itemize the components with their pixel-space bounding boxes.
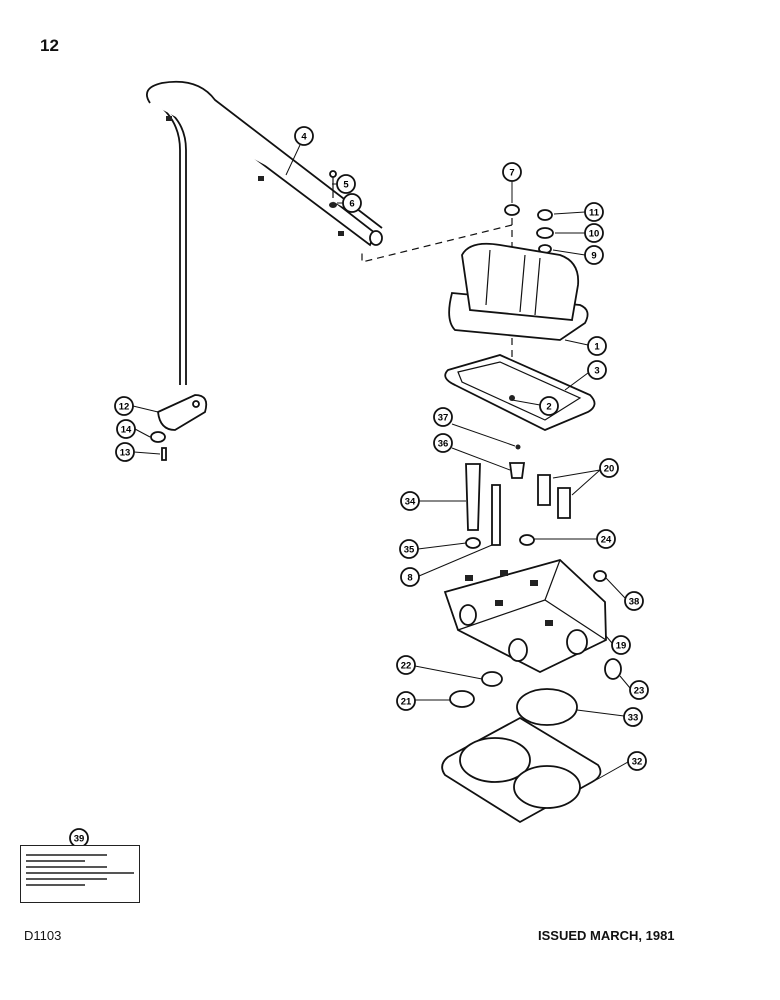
callout-14: 14 [116,419,136,439]
svg-text:6: 6 [349,199,354,210]
engine-data-decal-part [20,845,140,903]
svg-text:10: 10 [589,229,600,240]
callout-34: 34 [400,491,420,511]
callout-33: 33 [623,707,643,727]
svg-text:5: 5 [343,180,349,191]
o-ring-part [516,688,578,726]
svg-text:9: 9 [591,251,596,262]
svg-text:24: 24 [601,535,612,546]
callout-13: 13 [115,442,135,462]
svg-text:8: 8 [407,573,412,584]
head-gasket-part [441,716,602,824]
valve-guide-part [519,534,535,546]
svg-text:37: 37 [438,413,449,424]
callout-11: 11 [584,202,604,222]
svg-text:2: 2 [546,402,551,413]
svg-text:23: 23 [634,686,645,697]
mounting-bracket-part [157,394,208,431]
callout-32: 32 [627,751,647,771]
page-number: 12 [40,36,59,55]
callout-3: 3 [587,360,607,380]
svg-text:22: 22 [401,661,412,672]
leader-lines [132,144,631,781]
svg-text:39: 39 [74,834,85,845]
washer-part [536,227,554,239]
alignment-line [361,215,513,263]
callout-37: 37 [433,407,453,427]
issue-date: ISSUED MARCH, 1981 [538,928,675,943]
svg-text:21: 21 [401,697,412,708]
callout-35: 35 [399,539,419,559]
svg-text:3: 3 [594,366,599,377]
screw-part [515,444,521,450]
callout-21: 21 [396,691,416,711]
lock-washer-part [150,431,166,443]
callout-9: 9 [584,245,604,265]
sleeve-part [537,474,551,506]
callout-36: 36 [433,433,453,453]
callout-12: 12 [114,396,134,416]
svg-text:35: 35 [404,545,415,556]
cover-gasket-part [444,354,596,431]
svg-text:11: 11 [589,208,600,219]
svg-text:32: 32 [632,757,643,768]
pipe-plug-part [593,570,607,582]
valve-cover-part [448,242,589,341]
callout-23: 23 [629,680,649,700]
svg-text:12: 12 [119,402,130,413]
callout-10: 10 [584,223,604,243]
svg-text:1: 1 [594,342,600,353]
drawing-code: D1103 [24,928,62,943]
bolt-part [161,447,167,461]
callout-20: 20 [599,458,619,478]
stud-part [491,484,501,546]
svg-text:33: 33 [628,713,639,724]
cylinder-head-part [443,558,607,674]
callout-38: 38 [624,591,644,611]
svg-text:13: 13 [120,448,131,459]
insert-ring-part [449,690,475,708]
seal-washer-part [504,204,520,216]
callout-4: 4 [294,126,314,146]
callout-6: 6 [342,193,362,213]
callout-8: 8 [400,567,420,587]
flat-washer-part [465,537,481,549]
tube-assembly-part [146,80,383,385]
svg-text:14: 14 [121,425,132,436]
callout-1: 1 [587,336,607,356]
callout-19: 19 [611,635,631,655]
callout-22: 22 [396,655,416,675]
callout-2: 2 [539,396,559,416]
injector-part [508,462,526,479]
callout-5: 5 [336,174,356,194]
svg-text:20: 20 [604,464,615,475]
expansion-plug-part [604,658,622,680]
svg-text:38: 38 [629,597,640,608]
callout-7: 7 [502,162,522,182]
svg-text:19: 19 [616,641,627,652]
svg-text:36: 36 [438,439,449,450]
svg-text:7: 7 [509,168,514,179]
nut-part [537,209,553,221]
bolt-washer-part [329,202,337,208]
head-bolt-part [465,463,481,531]
seat-insert-part [481,671,503,687]
callout-24: 24 [596,529,616,549]
svg-text:34: 34 [405,497,416,508]
svg-text:4: 4 [301,132,307,143]
